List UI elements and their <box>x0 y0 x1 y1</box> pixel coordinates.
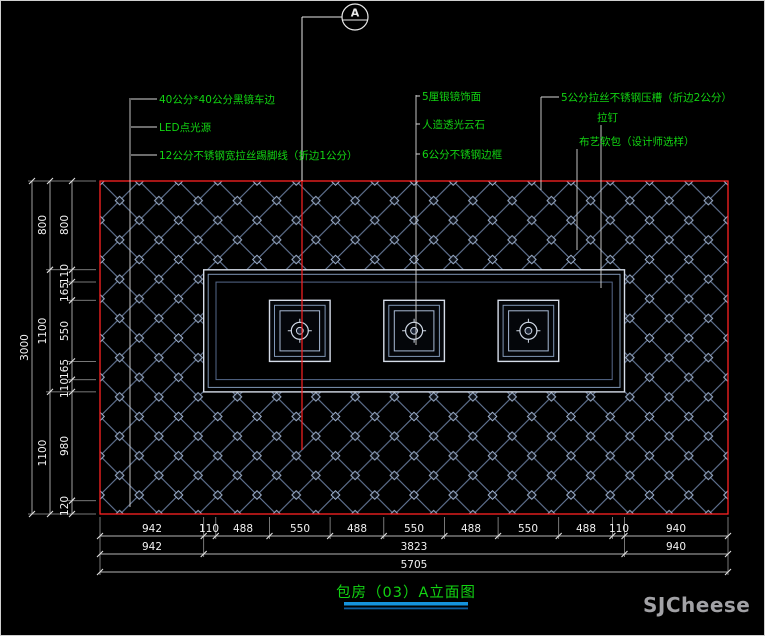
tick-marks <box>96 532 732 576</box>
dim-value: 110 <box>59 378 71 398</box>
dimension-lines <box>100 535 728 573</box>
square-inner-frame <box>508 310 549 352</box>
dim-value: 800 <box>37 215 49 235</box>
annotations-middle: 5厘银镜饰面 人造透光云石 6公分不锈钢边框 <box>422 90 503 161</box>
square-mid-frame <box>274 304 326 357</box>
dim-value: 940 <box>666 541 686 553</box>
drawing-title: 包房（03）A立面图 <box>336 584 476 610</box>
section-marker: A <box>301 3 369 450</box>
ornament-square-1 <box>268 299 331 363</box>
dim-value: 5705 <box>401 559 428 571</box>
dim-value: 980 <box>59 436 71 456</box>
dimension-lines <box>31 181 73 514</box>
dimensions-left: 800 110 165 550 165 110 980 120 800 1100… <box>19 177 96 518</box>
section-marker-circle-icon <box>341 3 369 31</box>
dim-value: 550 <box>290 523 310 535</box>
title-underline-thick <box>344 602 468 606</box>
square-mid-frame <box>502 304 555 357</box>
dim-value: 488 <box>576 523 596 535</box>
extension-lines <box>99 517 729 575</box>
medallion-center-icon <box>410 326 418 335</box>
annotation-leaders <box>129 95 602 507</box>
square-inner-frame <box>393 310 435 352</box>
medallion-rays-icon <box>402 318 427 343</box>
dim-value: 942 <box>142 541 162 553</box>
dim-value: 800 <box>59 215 71 235</box>
dim-value: 120 <box>59 496 71 516</box>
dim-value: 3823 <box>401 541 428 553</box>
panel-inner-frame <box>215 281 613 381</box>
callout-rivet: 拉钉 <box>597 111 618 124</box>
callout-silver-mirror: 5厘银镜饰面 <box>422 90 481 103</box>
elevation-red-border <box>99 180 729 515</box>
dim-value: 165 <box>59 282 71 302</box>
medallion-rays-icon <box>516 318 541 343</box>
dim-value: 550 <box>59 321 71 341</box>
callout-steel-frame: 6公分不锈钢边框 <box>422 148 503 161</box>
dim-value: 488 <box>347 523 367 535</box>
section-marker-label: A <box>351 7 360 20</box>
callout-steel-groove: 5公分拉丝不锈钢压槽（折边2公分） <box>561 91 732 104</box>
dim-value: 488 <box>461 523 481 535</box>
leader-left-ticks <box>131 98 157 156</box>
dim-value: 110 <box>59 264 71 284</box>
annotations-right: 5公分拉丝不锈钢压槽（折边2公分） 拉钉 布艺软包（设计师选样） <box>561 91 732 148</box>
dim-value: 165 <box>59 359 71 379</box>
dim-value: 1100 <box>37 318 49 345</box>
callout-led-light: LED点光源 <box>159 121 212 134</box>
ornament-square-3 <box>497 299 560 363</box>
dim-value: 550 <box>404 523 424 535</box>
panel-outer-frame <box>202 269 626 393</box>
dim-value: 942 <box>142 523 162 535</box>
dim-value: 110 <box>609 523 629 535</box>
panel-mid-frame <box>207 273 621 388</box>
callout-mirror-edge: 40公分*40公分黑镜车边 <box>159 93 275 106</box>
callout-skirting: 12公分不锈钢宽拉丝踢脚线（折边1公分） <box>159 149 358 162</box>
annotations-left: 40公分*40公分黑镜车边 LED点光源 12公分不锈钢宽拉丝踢脚线（折边1公分… <box>159 93 358 162</box>
callout-fabric-padding: 布艺软包（设计师选样） <box>579 135 695 148</box>
medallion-center-icon <box>524 326 533 335</box>
dim-value: 488 <box>233 523 253 535</box>
leader-middle-ticks <box>416 95 420 155</box>
leader-right-groove <box>540 96 559 190</box>
callout-translucent-stone: 人造透光云石 <box>422 118 485 131</box>
ornament-square-2 <box>383 299 446 363</box>
extension-lines <box>28 180 96 515</box>
square-inner-frame <box>279 310 321 352</box>
square-mid-frame <box>388 304 440 357</box>
title-underline-thin <box>344 607 468 610</box>
dim-value: 3000 <box>19 334 31 361</box>
dim-value: 110 <box>199 523 219 535</box>
dim-value: 1100 <box>37 440 49 467</box>
tick-marks <box>28 177 76 518</box>
section-marker-tail <box>301 16 342 181</box>
dimensions-bottom: 942 110 488 550 488 550 488 550 488 110 … <box>96 517 732 576</box>
title-text: 包房（03）A立面图 <box>336 584 476 601</box>
dim-value: 550 <box>518 523 538 535</box>
dim-value: 940 <box>666 523 686 535</box>
medallion-rays-icon <box>287 318 312 343</box>
watermark-logo: SJCheese <box>643 593 750 617</box>
